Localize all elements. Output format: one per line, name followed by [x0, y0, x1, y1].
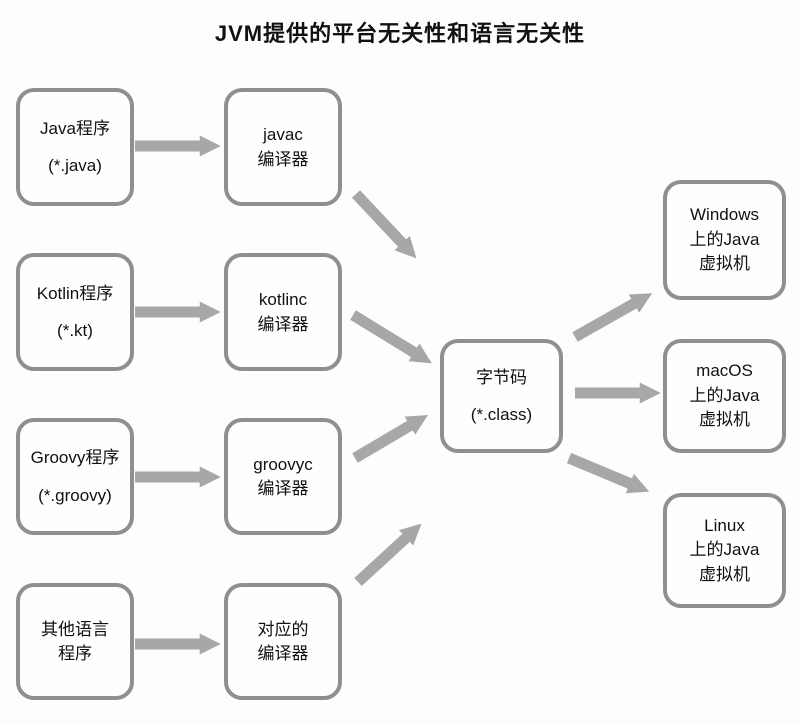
node-groovyc-compiler: groovyc 编译器 [224, 418, 342, 535]
node-label-line: groovyc [253, 454, 313, 474]
node-label-line: 其他语言 [41, 619, 109, 639]
node-label-line: 编译器 [257, 314, 309, 334]
node-label-line: 虚拟机 [699, 410, 750, 430]
node-label-line: 上的Java [689, 385, 760, 405]
arrow-kotlinc-to-bytecode [350, 310, 432, 364]
node-label-line: (*.kt) [57, 321, 93, 340]
node-label-line: kotlinc [258, 290, 308, 310]
node-groovy-source: Groovy程序 (*.groovy) [16, 418, 134, 535]
node-other-source: 其他语言 程序 [16, 583, 134, 700]
node-label-line: 上的Java [689, 540, 760, 560]
node-kotlinc-compiler: kotlinc 编译器 [224, 253, 342, 371]
arrow-bytecode-to-linux-jvm [566, 452, 650, 494]
node-label-line: Linux [704, 515, 745, 535]
node-windows-jvm: Windows 上的Java 虚拟机 [663, 180, 786, 300]
node-other-compiler: 对应的 编译器 [224, 583, 342, 700]
node-label-line: Windows [690, 205, 759, 225]
node-label-line: 虚拟机 [699, 254, 750, 274]
node-label-line: 程序 [58, 644, 92, 663]
node-label-line: (*.groovy) [38, 485, 112, 505]
node-label-line: 编译器 [257, 644, 309, 663]
node-label-line: (*.java) [48, 156, 102, 175]
node-label-line: Groovy程序 [30, 448, 120, 468]
arrow-bytecode-to-windows-jvm [572, 293, 653, 342]
node-java-source: Java程序 (*.java) [16, 88, 134, 206]
node-label-line: 虚拟机 [699, 564, 750, 584]
node-label-line: 编译器 [257, 149, 309, 169]
node-macos-jvm: macOS 上的Java 虚拟机 [663, 339, 786, 453]
arrow-other-compiler-to-bytecode [354, 523, 422, 587]
node-javac-compiler: javac 编译器 [224, 88, 342, 206]
node-label-line: 编译器 [257, 479, 309, 498]
node-label-line: 字节码 [476, 367, 527, 387]
node-label-line: Java程序 [40, 118, 110, 138]
node-label-line: macOS [696, 361, 753, 381]
arrow-groovyc-to-bytecode [352, 414, 429, 463]
node-label-line: Kotlin程序 [36, 283, 114, 303]
node-label-line: (*.class) [470, 405, 533, 424]
node-kotlin-source: Kotlin程序 (*.kt) [16, 253, 134, 371]
node-label-line: 上的Java [689, 229, 760, 249]
node-label-line: 对应的 [257, 619, 309, 639]
node-linux-jvm: Linux 上的Java 虚拟机 [663, 493, 786, 608]
arrow-javac-to-bytecode [351, 190, 417, 259]
node-bytecode: 字节码 (*.class) [440, 339, 563, 453]
node-label-line: javac [263, 125, 303, 145]
diagram-title: JVM提供的平台无关性和语言无关性 [214, 21, 586, 46]
